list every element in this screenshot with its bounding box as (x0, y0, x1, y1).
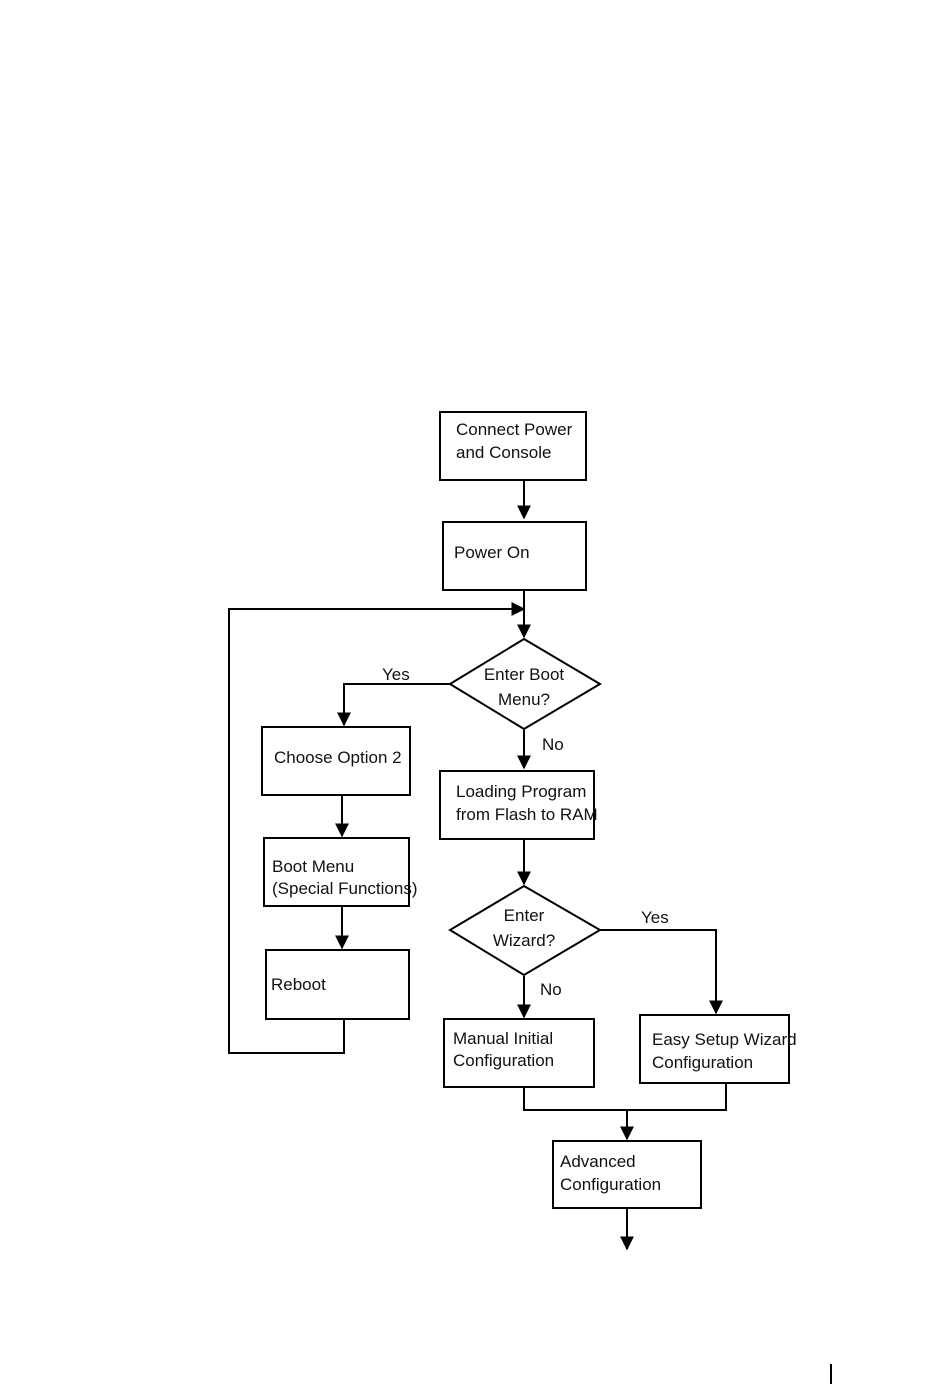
node-advanced-line1: Advanced (560, 1152, 636, 1171)
label-wizard-no: No (540, 980, 562, 999)
node-manual-line2: Configuration (453, 1051, 554, 1070)
decision-enter-wizard-line1: Enter (504, 906, 545, 925)
node-easy-setup-wizard: Easy Setup Wizard Configuration (640, 1015, 797, 1083)
node-choose-option-2: Choose Option 2 (262, 727, 410, 795)
node-power-on-label: Power On (454, 543, 530, 562)
node-boot-menu-line1: Boot Menu (272, 857, 354, 876)
node-reboot: Reboot (266, 950, 409, 1019)
decision-enter-wizard-line2: Wizard? (493, 931, 555, 950)
node-advanced-configuration: Advanced Configuration (553, 1141, 701, 1208)
node-boot-menu: Boot Menu (Special Functions) (264, 838, 418, 906)
decision-enter-boot-menu: Enter Boot Menu? (450, 639, 600, 729)
node-choose-option-label: Choose Option 2 (274, 748, 402, 767)
label-boot-no: No (542, 735, 564, 754)
decision-enter-boot-line2: Menu? (498, 690, 550, 709)
decision-enter-wizard: Enter Wizard? (450, 886, 600, 975)
arrow-boot-yes (344, 684, 450, 725)
node-advanced-line2: Configuration (560, 1175, 661, 1194)
node-power-on: Power On (443, 522, 586, 590)
node-easy-setup-line1: Easy Setup Wizard (652, 1030, 797, 1049)
label-wizard-yes: Yes (641, 908, 669, 927)
node-manual-initial-configuration: Manual Initial Configuration (444, 1019, 594, 1087)
node-connect-power-line2: and Console (456, 443, 551, 462)
node-loading-program: Loading Program from Flash to RAM (440, 771, 598, 839)
node-easy-setup-line2: Configuration (652, 1053, 753, 1072)
node-manual-line1: Manual Initial (453, 1029, 553, 1048)
node-loading-line1: Loading Program (456, 782, 586, 801)
node-boot-menu-line2: (Special Functions) (272, 879, 418, 898)
node-loading-line2: from Flash to RAM (456, 805, 598, 824)
arrow-wizard-yes (600, 930, 716, 1013)
node-reboot-label: Reboot (271, 975, 326, 994)
decision-enter-boot-line1: Enter Boot (484, 665, 565, 684)
node-connect-power-line1: Connect Power (456, 420, 573, 439)
node-connect-power: Connect Power and Console (440, 412, 586, 480)
label-boot-yes: Yes (382, 665, 410, 684)
